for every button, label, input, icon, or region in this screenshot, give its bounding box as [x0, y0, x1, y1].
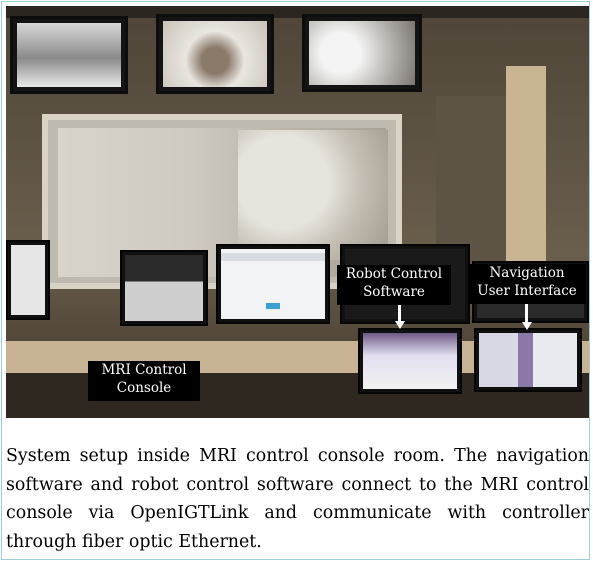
- wall-monitor-center: [156, 14, 274, 94]
- mri-scanner: [238, 130, 388, 260]
- navigation-arrow: [525, 304, 528, 324]
- figure-caption: System setup inside MRI control console …: [6, 446, 589, 552]
- ceiling: [6, 6, 589, 18]
- mri-console-label: MRI Control Console: [88, 361, 200, 401]
- control-room-photo: Robot Control Software Navigation User I…: [6, 6, 589, 418]
- wall-monitor-left: [10, 16, 128, 94]
- navigation-arrowhead: [522, 322, 532, 330]
- scan-monitor: [216, 244, 330, 324]
- navigation-laptop: [474, 328, 582, 392]
- robot-control-label: Robot Control Software: [337, 265, 451, 305]
- mri-console-monitor: [120, 250, 208, 326]
- wall-monitor-right: [302, 14, 422, 92]
- robot-control-laptop: [358, 328, 462, 394]
- left-monitor: [6, 240, 50, 320]
- robot-control-arrowhead: [395, 321, 405, 329]
- navigation-label: Navigation User Interface: [468, 264, 586, 304]
- robot-control-arrow: [398, 305, 401, 323]
